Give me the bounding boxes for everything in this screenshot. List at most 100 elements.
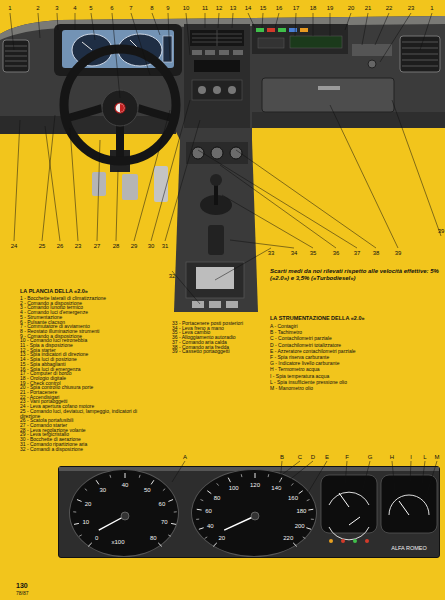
legend-entry: 39 - Cassetto portaoggetti xyxy=(172,349,270,354)
callout-number: 24 xyxy=(11,243,18,249)
display-panel xyxy=(352,44,392,56)
legend-entry: 25 - Comando luci, deviatuci, lampeggio,… xyxy=(20,409,150,418)
legend-list: LA STRUMENTAZIONE DELLA «2.0»A - Contagi… xyxy=(270,314,442,391)
callout-number: 4 xyxy=(73,5,76,11)
dial-tick xyxy=(311,519,314,520)
callout-number: 39 xyxy=(438,228,445,234)
center-stack xyxy=(192,80,242,100)
display-panel xyxy=(278,28,286,32)
gauge-dial: 20406080100120140160180200220 xyxy=(191,469,317,557)
callout-number: 9 xyxy=(166,5,169,11)
callout-number: 29 xyxy=(131,243,138,249)
center-stack xyxy=(194,60,240,72)
dial-number: 80 xyxy=(150,535,157,541)
gauge-letter: H xyxy=(390,454,394,460)
warning-light xyxy=(329,539,333,543)
dial-number: 30 xyxy=(99,487,106,493)
dial-tick xyxy=(205,537,208,539)
callout-number: 21 xyxy=(365,5,372,11)
legend-list: LA PLANCIA DELLA «2.0»1 - Bocchette late… xyxy=(20,287,150,451)
dial-number: 140 xyxy=(271,485,281,491)
callout-number: 1 xyxy=(8,5,11,11)
dial-tick xyxy=(139,475,141,478)
gauge-letter: A xyxy=(183,454,187,460)
callout-number: 2 xyxy=(36,5,39,11)
center-stack xyxy=(192,30,242,46)
gauge-dial: 01020304050607080x100 xyxy=(69,469,179,557)
dial-tick xyxy=(73,511,76,512)
center-console xyxy=(186,142,248,164)
side-vent xyxy=(5,46,27,66)
dial-tick xyxy=(200,500,203,501)
center-console xyxy=(196,267,234,289)
legend-entry: 32 - Comandi a disposizione xyxy=(20,447,150,452)
callout-number: 32 xyxy=(169,273,176,279)
center-stack xyxy=(190,30,244,46)
dial-number: 80 xyxy=(214,495,221,501)
callout-number: 37 xyxy=(354,250,361,256)
steering-wheel xyxy=(120,104,124,112)
gauge-letter: G xyxy=(368,454,373,460)
dial-tick xyxy=(174,511,177,512)
callout-number: 6 xyxy=(110,5,113,11)
display-panel xyxy=(252,24,392,68)
dial-tick xyxy=(217,483,219,485)
center-stack xyxy=(198,86,206,94)
legend-entry: D - Contachilometri totalizzatore xyxy=(270,342,442,348)
dial-hub xyxy=(251,512,259,520)
dial-tick xyxy=(196,519,199,520)
dial-tick xyxy=(299,491,303,494)
callout-number: 1 xyxy=(430,5,433,11)
legend-entry: M - Manometro olio xyxy=(270,385,442,391)
dial-tick xyxy=(291,483,293,485)
steering-wheel xyxy=(64,49,176,172)
display-panel xyxy=(256,28,264,32)
dial-tick xyxy=(158,543,162,547)
small-gauge xyxy=(339,493,349,507)
dial-tick xyxy=(241,474,243,477)
dial-tick xyxy=(79,535,82,536)
legend-entry: H - Termometro acqua xyxy=(270,366,442,372)
dial-number: 200 xyxy=(295,523,305,529)
legend-entry: 18 - Orologio digitale xyxy=(20,376,150,381)
steering-wheel xyxy=(115,103,125,113)
steering-wheel xyxy=(64,49,176,161)
gauge-letter: L xyxy=(423,454,426,460)
dial-tick xyxy=(74,523,79,525)
dial-number: x100 xyxy=(111,539,124,545)
callout-number: 36 xyxy=(333,250,340,256)
gauge-letter: B xyxy=(280,454,284,460)
center-console xyxy=(226,301,238,308)
dial-number: 70 xyxy=(161,519,168,525)
dial-needle xyxy=(99,516,125,530)
callout-number: 39 xyxy=(395,250,402,256)
dial-number: 220 xyxy=(283,535,293,541)
dial-tick xyxy=(109,475,111,478)
page-number: 130 xyxy=(16,582,28,589)
side-vent xyxy=(3,40,29,72)
legend-entry: I - Spia temperatura acqua xyxy=(270,373,442,379)
leader-line xyxy=(10,13,441,304)
dial-tick xyxy=(85,489,87,491)
display-panel xyxy=(368,60,376,68)
legend-entry: L - Spia insufficiente pressione olio xyxy=(270,379,442,385)
dial-number: 20 xyxy=(85,501,92,507)
center-stack xyxy=(205,50,215,55)
dashboard-body xyxy=(0,116,176,134)
display-panel xyxy=(252,24,348,54)
display-panel xyxy=(267,28,275,32)
warning-light xyxy=(353,539,357,543)
dial-number: 180 xyxy=(296,508,306,514)
small-gauge xyxy=(349,517,360,525)
callout-number: 33 xyxy=(268,250,275,256)
dial-number: 120 xyxy=(250,482,260,488)
center-console xyxy=(210,174,222,186)
gauge-letter: C xyxy=(298,454,302,460)
dial-needle xyxy=(224,516,255,530)
dial-number: 100 xyxy=(229,485,239,491)
dial-number: 40 xyxy=(122,482,129,488)
gauge-letter: D xyxy=(311,454,315,460)
legend-entry: 37 - Comando aria calda xyxy=(172,340,270,345)
leader-line xyxy=(14,100,441,304)
